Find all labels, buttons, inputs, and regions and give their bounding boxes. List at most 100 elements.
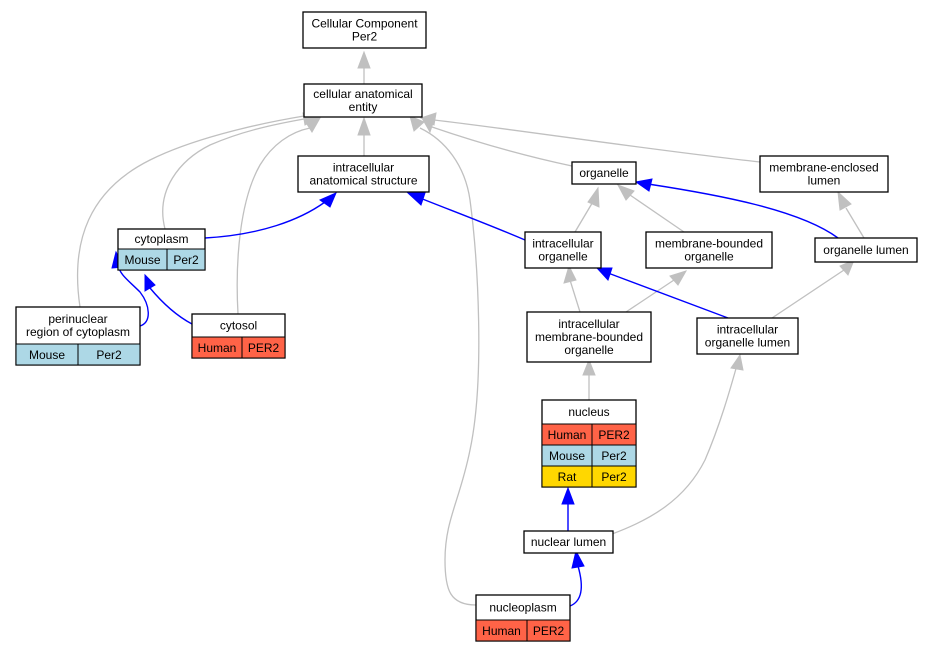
node-box — [524, 231, 602, 269]
arrow-nl-nucleus — [561, 486, 575, 505]
node-box — [645, 231, 773, 269]
node-box — [526, 311, 652, 363]
arrow-ias-cae — [357, 116, 371, 136]
gene-label: PER2 — [248, 341, 280, 355]
gene-label: Per2 — [173, 253, 199, 267]
node-organelle[interactable]: organelle — [571, 161, 637, 185]
node-label-line: Cellular Component — [311, 17, 418, 31]
gene-cell — [526, 619, 571, 642]
gene-label: Per2 — [601, 470, 627, 484]
gene-cell — [166, 248, 206, 271]
gene-label: PER2 — [598, 428, 630, 442]
arrow-ol-organelle — [634, 178, 653, 192]
edge-cytosol-to-cae — [236, 127, 311, 315]
edge-mel-to-cae — [433, 119, 761, 163]
node-label-line: lumen — [808, 174, 841, 188]
species-label: Mouse — [29, 348, 65, 362]
arrow-cytosol-cae — [304, 117, 321, 133]
edge-cytoplasm-to-cae — [162, 118, 305, 230]
edge-cytosol-to-cytoplasm — [149, 287, 193, 325]
node-label-line: membrane-enclosed — [769, 161, 878, 175]
node-label-line: organelle lumen — [823, 243, 908, 257]
node-label-line: organelle — [684, 250, 734, 264]
gene-cell — [241, 336, 286, 359]
node-label-line: cytosol — [220, 319, 257, 333]
node-label-line: intracellular — [558, 317, 619, 331]
gene-label: Per2 — [96, 348, 122, 362]
arrow-iol-ol — [839, 259, 855, 276]
gene-label: PER2 — [533, 624, 565, 638]
node-label-line: nucleoplasm — [489, 601, 556, 615]
species-label: Human — [482, 624, 521, 638]
species-label: Human — [548, 428, 587, 442]
arrow-mel-cae — [419, 112, 437, 126]
edge-imbo-to-io — [569, 279, 581, 313]
node-nl[interactable]: nuclear lumen — [523, 530, 614, 554]
arrow-cytoplasm-ias — [318, 192, 337, 208]
gene-label: Per2 — [601, 449, 627, 463]
node-box — [303, 83, 423, 118]
edge-io-to-ias — [419, 197, 526, 241]
node-label-line: cellular anatomical — [313, 87, 412, 101]
arrow-io-organelle — [587, 186, 600, 208]
node-label-line: intracellular — [532, 237, 593, 251]
edge-ol-to-organelle — [647, 183, 839, 239]
node-label-line: nuclear lumen — [531, 535, 606, 549]
node-label-line: anatomical structure — [309, 174, 417, 188]
node-label-line: membrane-bounded — [655, 237, 763, 251]
edge-iol-to-ol — [771, 269, 845, 319]
species-label: Human — [198, 341, 237, 355]
arrow-nucleus-imbo — [582, 358, 596, 376]
node-label-line: perinuclear — [48, 312, 107, 326]
arrow-np-nl — [571, 549, 585, 569]
node-ol[interactable]: organelle lumen — [814, 237, 918, 263]
node-box — [297, 155, 430, 193]
arrow-nl-iol — [730, 353, 744, 371]
edge-prc-to-cae — [76, 115, 305, 308]
arrow-imbo-mbo — [669, 270, 688, 286]
arrow-ol-mel — [837, 190, 852, 211]
node-label-line: intracellular — [333, 161, 394, 175]
node-label-line: cytoplasm — [134, 232, 188, 246]
species-label: Mouse — [549, 449, 585, 463]
node-box — [302, 11, 427, 49]
node-label-line: entity — [349, 100, 378, 114]
graph-edges — [76, 50, 865, 607]
edge-np-to-nl — [569, 565, 582, 607]
node-box — [523, 530, 614, 554]
arrow-np-cae — [409, 115, 425, 132]
node-label-line: organelle — [579, 166, 629, 180]
node-label-line: nucleus — [568, 405, 609, 419]
node-label-line: Per2 — [352, 30, 378, 44]
arrow-mbo-organelle — [616, 184, 635, 201]
edge-organelle-to-cae — [431, 126, 573, 167]
node-box — [759, 155, 889, 193]
arrow-imbo-io — [563, 264, 577, 284]
edge-np-to-cae — [419, 127, 480, 606]
node-label-line: organelle lumen — [705, 336, 790, 350]
node-label-line: organelle — [538, 250, 588, 264]
node-box — [571, 161, 637, 185]
edge-ol-to-mel — [845, 207, 865, 239]
edge-imbo-to-mbo — [625, 279, 675, 313]
species-label: Rat — [558, 470, 577, 484]
node-box — [696, 317, 799, 355]
arrow-cae-root — [357, 50, 371, 69]
gene-cell — [77, 343, 141, 366]
edge-io-to-organelle — [574, 199, 595, 233]
